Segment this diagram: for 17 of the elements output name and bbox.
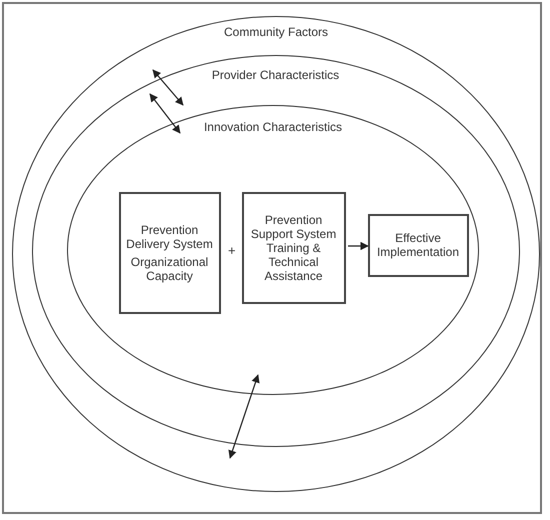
context-ellipse [32, 54, 520, 446]
process-box [118, 192, 220, 314]
arrow [348, 242, 369, 250]
box-text: Effective Implementation [376, 231, 460, 259]
plus-sign: + [228, 243, 236, 258]
box-text: Organizational Capacity [130, 254, 210, 282]
region-title: Community Factors [222, 25, 330, 39]
arrow [152, 69, 184, 106]
process-box [242, 192, 346, 304]
region-title: Provider Characteristics [210, 68, 340, 82]
arrow [228, 374, 260, 459]
box-text: Prevention Support System Training & Technical Assistance [250, 212, 338, 282]
process-box [368, 214, 468, 276]
arrow [150, 93, 180, 134]
context-ellipse [67, 105, 479, 395]
region-title: Innovation Characteristics [202, 120, 344, 134]
box-text: Prevention Delivery System [125, 222, 214, 250]
